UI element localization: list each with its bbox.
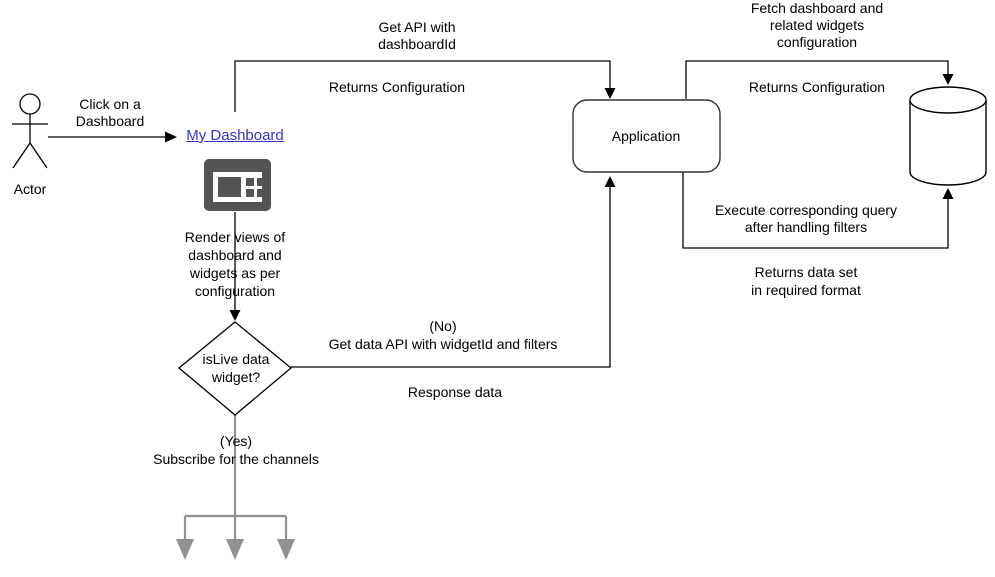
dashboard-icon-widget [257, 178, 265, 186]
returns-configuration-right-label: Returns Configuration [748, 79, 886, 95]
database-icon [909, 86, 987, 186]
yes-branch-label: (Yes) Subscribe for the channels [153, 433, 319, 467]
no-branch-label: (No) Get data API with widgetId and filt… [328, 318, 558, 352]
actor-label: Actor [13, 181, 47, 197]
decision-question-label: isLive data widget? [202, 351, 270, 385]
fetch-dashboard-label: Fetch dashboard and related widgets conf… [750, 0, 884, 50]
dashboard-icon [204, 159, 271, 211]
subscribe-arrowheads [176, 539, 295, 560]
get-api-arrow [234, 60, 616, 112]
get-api-label: Get API with dashboardId [378, 19, 456, 52]
response-data-label: Response data [407, 384, 503, 400]
no-branch-arrow [291, 176, 616, 368]
click-arrow [48, 131, 177, 143]
actor-icon [12, 93, 48, 169]
dashboard-icon-widget [257, 189, 265, 197]
decision-diamond [177, 321, 293, 416]
fetch-config-arrow [685, 60, 954, 99]
dashboard-icon-panel [218, 177, 241, 197]
subscribe-arrows [183, 415, 288, 541]
dashboard-icon-widget [246, 189, 254, 197]
application-node [572, 99, 721, 173]
dashboard-icon-widget [246, 178, 254, 186]
render-arrow [229, 212, 241, 321]
returns-configuration-left-label: Returns Configuration [328, 79, 466, 95]
render-views-label: Render views of dashboard and widgets as… [184, 229, 286, 299]
execute-query-arrow [682, 172, 954, 249]
returns-dataset-label: Returns data set in required format [751, 264, 861, 298]
application-label: Application [611, 128, 681, 144]
execute-query-label: Execute corresponding query after handli… [714, 202, 898, 235]
my-dashboard-link[interactable]: My Dashboard [186, 127, 284, 144]
click-on-dashboard-label: Click on a Dashboard [75, 96, 145, 129]
